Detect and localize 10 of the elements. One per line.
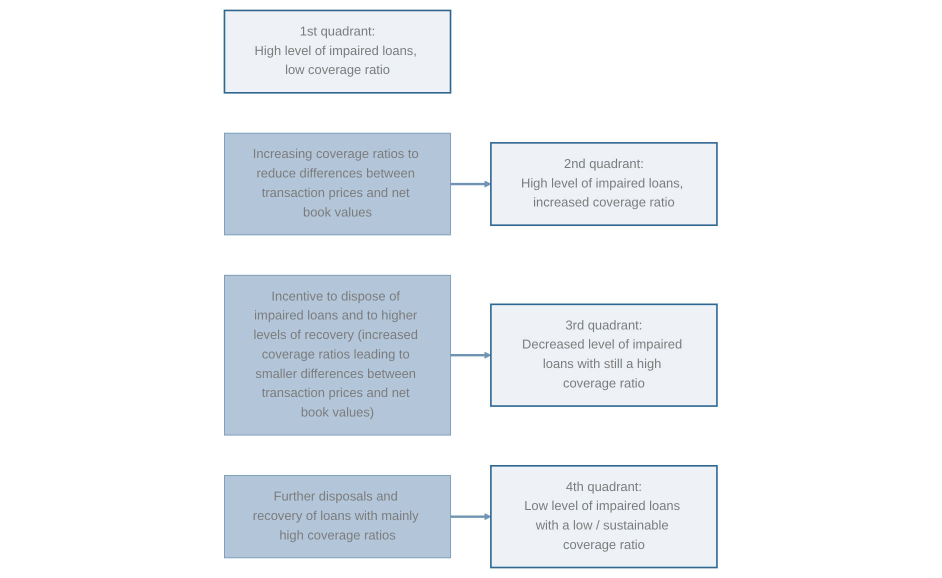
node-box: 4th quadrant: Low level of impaired loans with a low / sustainable coverage ratio <box>490 465 718 568</box>
node-box: 3rd quadrant: Decreased level of impaired loans with still a high coverage ratio <box>490 304 718 407</box>
arrow <box>450 513 492 520</box>
node-box: 2nd quadrant: High level of impaired loans, increased coverage ratio <box>490 142 718 226</box>
node-box: 1st quadrant: High level of impaired loans, low coverage ratio <box>224 10 452 94</box>
arrow <box>450 180 492 188</box>
arrow <box>450 352 492 359</box>
node-box: Increasing coverage ratios to reduce differences between transaction prices and net book values <box>224 132 452 236</box>
node-box: Further disposals and recovery of loans with mainly high coverage ratios <box>224 475 452 558</box>
node-box: Incentive to dispose of impaired loans and to higher levels of recovery (increased coverage ratios leading to smaller differences between transaction prices and net book values) <box>224 274 452 436</box>
